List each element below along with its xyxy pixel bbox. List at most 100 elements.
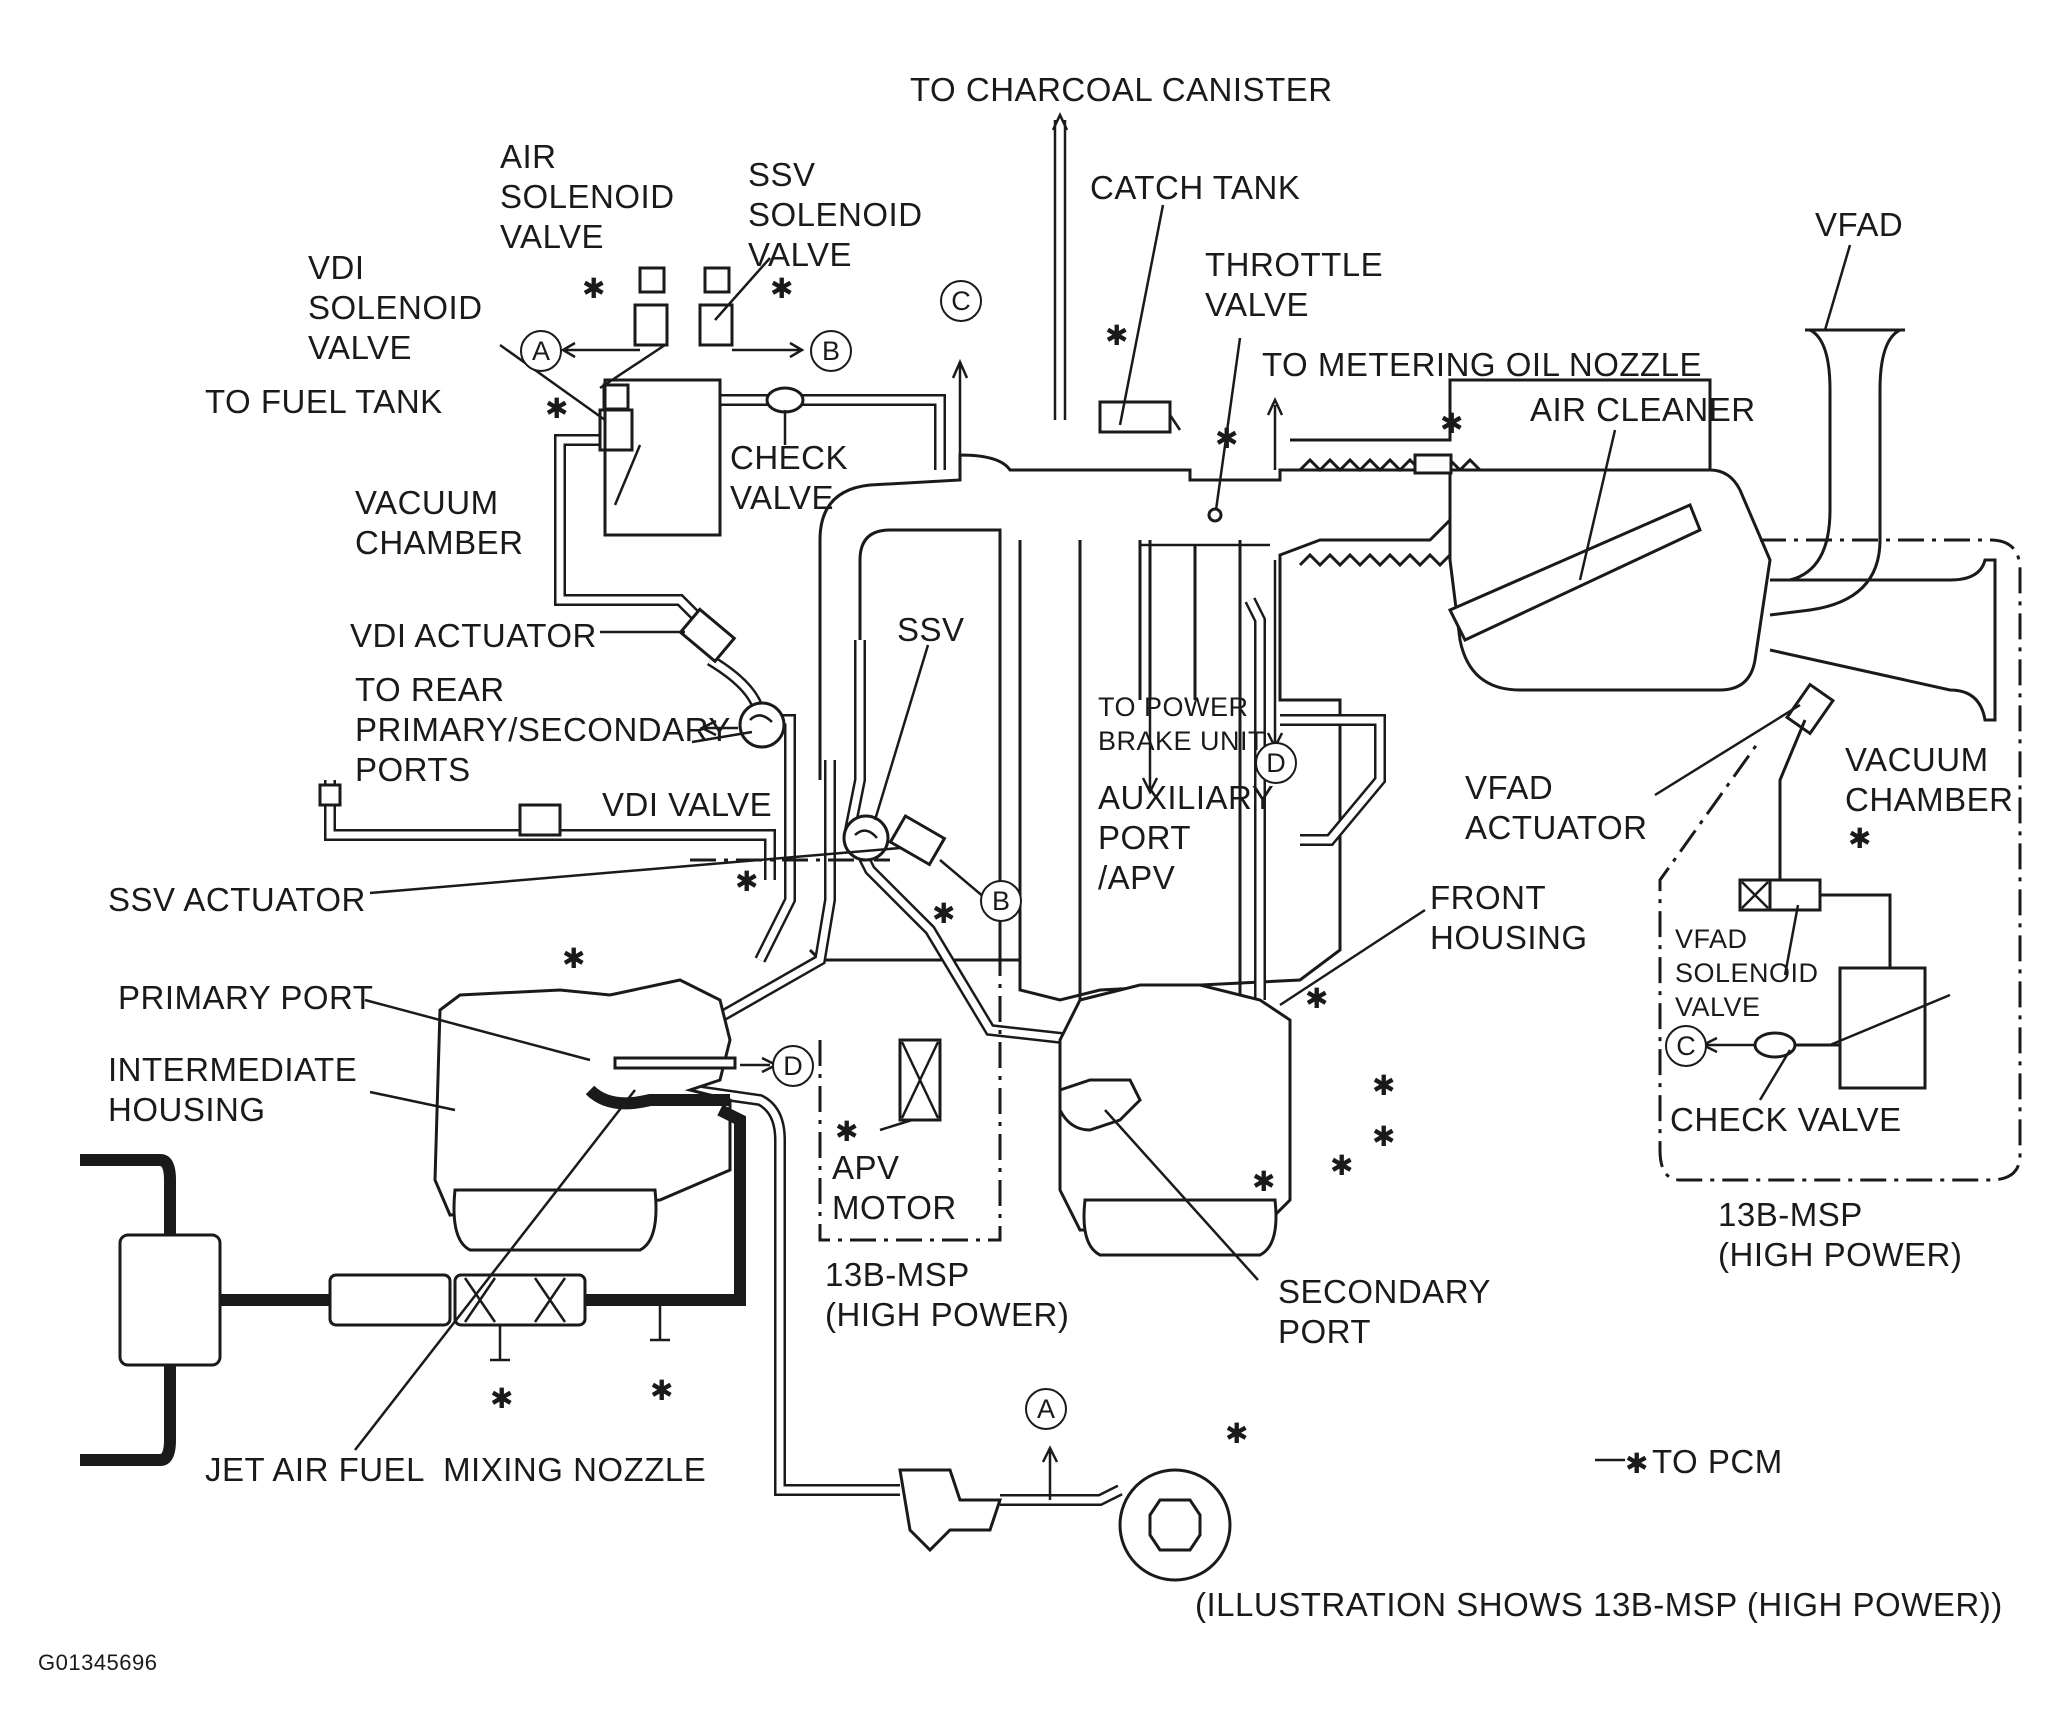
label-air-cleaner: AIR CLEANER xyxy=(1530,391,1756,428)
arrow-to-a-lower xyxy=(1041,1445,1059,1500)
vdi-valve xyxy=(738,701,786,749)
vacuum-chamber-upper xyxy=(603,378,722,537)
label-to-rear-ports: TO REAR PRIMARY/SECONDARY PORTS xyxy=(355,671,731,788)
label-auxiliary-port-apv: AUXILIARY PORT /APV xyxy=(1098,779,1275,896)
intake-inner-runner xyxy=(858,528,1002,960)
callout-d-lower: D xyxy=(772,1045,814,1087)
pcm-star: ✱ xyxy=(1848,822,1872,855)
pcm-star: ✱ xyxy=(735,865,759,898)
pcm-star: ✱ xyxy=(1225,1417,1249,1450)
air-solenoid-body xyxy=(633,303,669,347)
pcm-star: ✱ xyxy=(835,1115,859,1148)
hose-power-brake xyxy=(1280,714,1386,846)
pcm-star: ✱ xyxy=(545,392,569,425)
pcm-star: ✱ xyxy=(1330,1149,1354,1182)
label-catch-tank: CATCH TANK xyxy=(1090,169,1301,206)
label-vfad-actuator: VFAD ACTUATOR xyxy=(1465,769,1648,846)
label-throttle-valve: THROTTLE VALVE xyxy=(1205,246,1384,323)
pcm-star: ✱ xyxy=(932,897,956,930)
arrow-metering-oil xyxy=(1266,397,1284,470)
muffler xyxy=(118,1233,222,1367)
pcm-star: ✱ xyxy=(770,272,794,305)
label-to-power-brake-unit: TO POWER BRAKE UNIT xyxy=(1098,692,1266,756)
vacuum-chamber-right xyxy=(1838,966,1927,1090)
intake-inner-runner-2 xyxy=(1018,540,1242,1000)
callout-a-lower: A xyxy=(1025,1388,1067,1430)
arrow-power-brake xyxy=(1141,700,1159,795)
label-msp-high-power-right: 13B-MSP (HIGH POWER) xyxy=(1718,1196,1963,1273)
label-vdi-valve: VDI VALVE xyxy=(602,786,773,823)
label-vacuum-chamber-right: VACUUM CHAMBER xyxy=(1845,741,2014,818)
label-intermediate-housing: INTERMEDIATE HOUSING xyxy=(108,1051,358,1128)
catalytic-converter-2 xyxy=(453,1273,587,1327)
front-housing xyxy=(1058,983,1292,1232)
figure-code: G01345696 xyxy=(38,1650,158,1675)
pcm-star: ✱ xyxy=(1252,1165,1276,1198)
throttle-body xyxy=(1138,540,1197,700)
center-variant-boundary xyxy=(690,858,1002,1242)
arrow-to-c-right xyxy=(1700,1036,1755,1054)
callout-a-upper: A xyxy=(520,330,562,372)
catch-tank xyxy=(1098,400,1172,434)
secondary-port-duct xyxy=(1058,1078,1142,1132)
vfad-duct xyxy=(1769,558,1997,722)
vfad-solenoid-body xyxy=(1768,878,1822,912)
vfad-actuator xyxy=(1784,682,1836,736)
arrow-to-b xyxy=(732,341,805,359)
legend-pcm-star: ✱ xyxy=(1625,1447,1649,1480)
label-illustration-note: (ILLUSTRATION SHOWS 13B-MSP (HIGH POWER)… xyxy=(1195,1586,2003,1623)
label-to-metering-oil-nozzle: TO METERING OIL NOZZLE xyxy=(1262,346,1703,383)
arrow-to-c-upper xyxy=(951,358,969,455)
label-primary-port: PRIMARY PORT xyxy=(118,979,374,1016)
label-ssv-solenoid-valve: SSV SOLENOID VALVE xyxy=(748,156,923,273)
callout-c-upper: C xyxy=(940,280,982,322)
exhaust-lower xyxy=(80,1360,176,1466)
label-check-valve-upper: CHECK VALVE xyxy=(730,439,849,516)
label-vdi-actuator: VDI ACTUATOR xyxy=(350,617,597,654)
label-vacuum-chamber: VACUUM CHAMBER xyxy=(355,484,524,561)
pcm-star: ✱ xyxy=(1440,407,1464,440)
air-cleaner-body xyxy=(1448,468,1772,692)
pcm-star: ✱ xyxy=(582,272,606,305)
label-to-charcoal-canister: TO CHARCOAL CANISTER xyxy=(910,71,1333,108)
air-pump xyxy=(898,1468,1003,1553)
exhaust-upper xyxy=(80,1154,176,1240)
label-to-pcm: TO PCM xyxy=(1652,1443,1783,1480)
o2-sensor-1 xyxy=(490,1325,510,1362)
intermediate-lower xyxy=(452,1188,658,1252)
check-valve-upper xyxy=(765,386,805,414)
intake-manifold-outline xyxy=(808,453,1452,1002)
label-vdi-solenoid-valve: VDI SOLENOID VALVE xyxy=(308,249,483,366)
label-jet-air-fuel-mixing-nozzle: JET AIR FUEL MIXING NOZZLE xyxy=(205,1451,707,1488)
line-to-charcoal-canister xyxy=(1051,112,1069,420)
label-msp-high-power-center: 13B-MSP (HIGH POWER) xyxy=(825,1256,1070,1333)
pcm-star: ✱ xyxy=(490,1382,514,1415)
exhaust-port-link xyxy=(585,1085,730,1110)
label-secondary-port: SECONDARY PORT xyxy=(1278,1273,1491,1350)
throttle-valve xyxy=(1207,507,1223,523)
front-lower xyxy=(1082,1198,1278,1257)
catalytic-converter-1 xyxy=(328,1273,452,1327)
arrow-to-a xyxy=(560,341,640,359)
arrow-to-rear-ports xyxy=(699,719,738,737)
vdi-actuator xyxy=(678,607,737,664)
vfad-horn xyxy=(1769,328,1901,617)
ssv-solenoid-body xyxy=(698,303,734,347)
label-to-fuel-tank: TO FUEL TANK xyxy=(205,383,443,420)
label-vfad: VFAD xyxy=(1815,206,1904,243)
pcm-star: ✱ xyxy=(1105,319,1129,352)
o2-sensor-2 xyxy=(650,1300,670,1342)
fuel-line-fitting xyxy=(518,803,562,837)
label-air-solenoid-valve: AIR SOLENOID VALVE xyxy=(500,138,675,255)
label-vfad-solenoid-valve: VFAD SOLENOID VALVE xyxy=(1675,924,1819,1022)
leaders xyxy=(354,204,1951,1462)
label-ssv: SSV xyxy=(897,611,965,648)
callout-b-ssv: B xyxy=(980,880,1022,922)
label-apv-motor: APV MOTOR xyxy=(832,1149,957,1226)
label-front-housing: FRONT HOUSING xyxy=(1430,879,1588,956)
right-variant-boundary xyxy=(1658,538,2022,1182)
callout-d-upper: D xyxy=(1255,742,1297,784)
pcm-star: ✱ xyxy=(1215,422,1239,455)
